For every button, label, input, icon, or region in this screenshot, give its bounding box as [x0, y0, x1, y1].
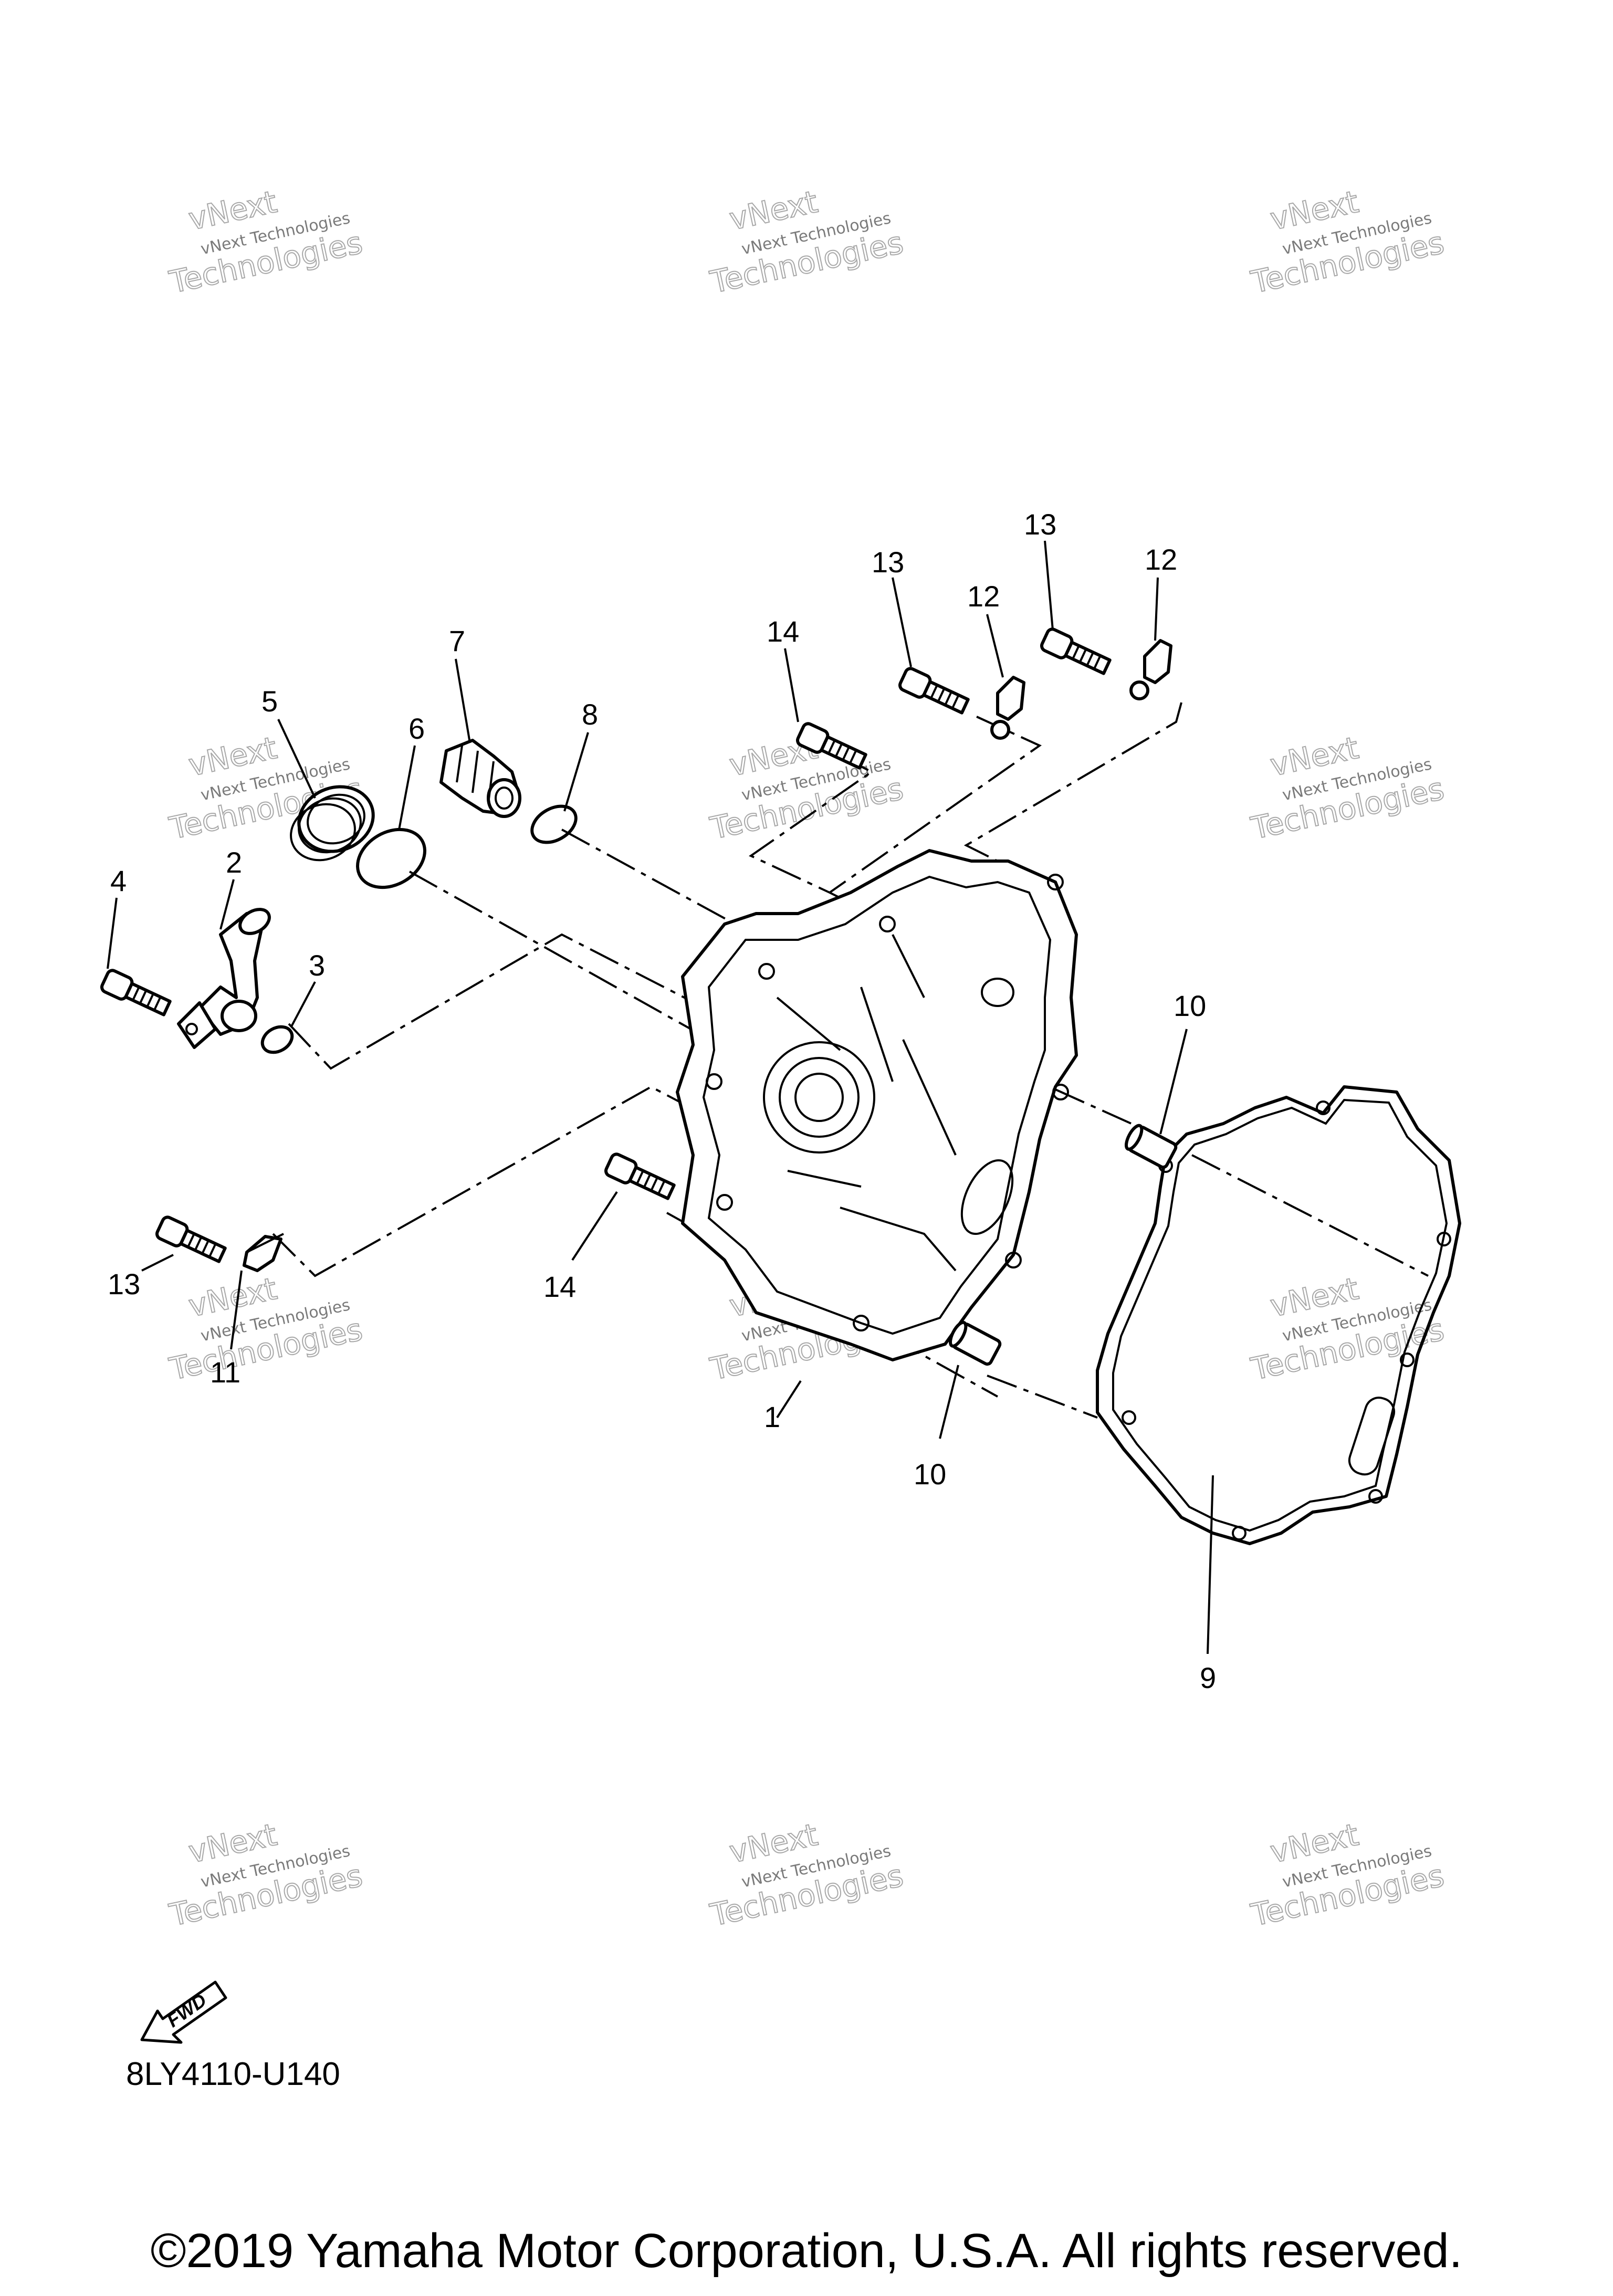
o-ring-large	[356, 827, 426, 889]
callout-12-left: 12	[967, 580, 1000, 613]
assembly-line-right-bolts	[963, 702, 1182, 883]
oil-seal	[290, 785, 375, 862]
bolt	[155, 1215, 227, 1263]
assembly-line-dowel-upper	[1055, 1088, 1429, 1277]
pipe-elbow	[177, 908, 271, 1049]
clamp	[243, 1233, 284, 1272]
watermark: vNext vNext Technologies Technologies	[1248, 183, 1448, 301]
bolt	[604, 1152, 676, 1200]
callout-4: 4	[110, 864, 127, 897]
assembly-line-clamp	[272, 1085, 751, 1277]
callout-13-top-right: 13	[1024, 508, 1056, 541]
bolt	[1040, 627, 1112, 675]
callout-11: 11	[210, 1356, 240, 1389]
callout-5: 5	[261, 685, 278, 718]
callout-10-upper: 10	[1174, 989, 1206, 1022]
callout-3: 3	[309, 949, 325, 982]
gasket	[1096, 1085, 1461, 1545]
callout-2: 2	[226, 846, 242, 879]
callout-1: 1	[764, 1400, 780, 1433]
watermark: vNext vNext Technologies Technologies	[707, 1816, 907, 1934]
leader-lines	[107, 540, 1214, 1654]
callout-13-left: 13	[108, 1267, 140, 1301]
dowel-pin	[1124, 1124, 1178, 1169]
assembly-line-oring8	[561, 829, 736, 925]
callout-9: 9	[1200, 1661, 1216, 1694]
clamp	[1129, 639, 1172, 700]
crankcase-cover	[676, 849, 1078, 1361]
watermark: vNext vNext Technologies Technologies	[707, 183, 907, 301]
callout-14-mid: 14	[543, 1270, 576, 1303]
callouts: 1 2 3 4 5 6 7 8 9 10 10 11 12 12 13 13 1…	[108, 508, 1216, 1694]
callout-10-lower: 10	[914, 1458, 946, 1491]
plug	[439, 739, 521, 818]
bolt	[100, 969, 172, 1016]
watermark: vNext vNext Technologies Technologies	[1248, 729, 1448, 847]
callout-12-right: 12	[1145, 543, 1177, 576]
callout-8: 8	[582, 698, 598, 731]
assembly-line-pipe	[288, 933, 746, 1070]
o-ring-small	[260, 1025, 294, 1054]
callout-6: 6	[409, 712, 425, 745]
bolt	[795, 722, 867, 770]
watermark: vNext vNext Technologies Technologies	[1248, 1816, 1448, 1934]
callout-14-top: 14	[767, 615, 799, 648]
watermark: vNext vNext Technologies Technologies	[166, 183, 366, 301]
dowel-pin	[948, 1320, 1002, 1366]
watermark: vNext vNext Technologies Technologies	[166, 1270, 366, 1388]
assembly-line-dowel-lower	[987, 1375, 1098, 1419]
diagram-part-number: 8LY4110-U140	[126, 2056, 340, 2092]
watermark: vNext vNext Technologies Technologies	[166, 1816, 366, 1934]
clamp	[990, 676, 1025, 740]
o-ring-medium	[530, 804, 578, 844]
forward-arrow: FWD	[140, 1980, 227, 2044]
bolt	[898, 667, 970, 715]
callout-7: 7	[449, 624, 465, 657]
copyright-notice: ©2019 Yamaha Motor Corporation, U.S.A. A…	[150, 2224, 1463, 2278]
callout-13-top-left: 13	[872, 546, 904, 579]
